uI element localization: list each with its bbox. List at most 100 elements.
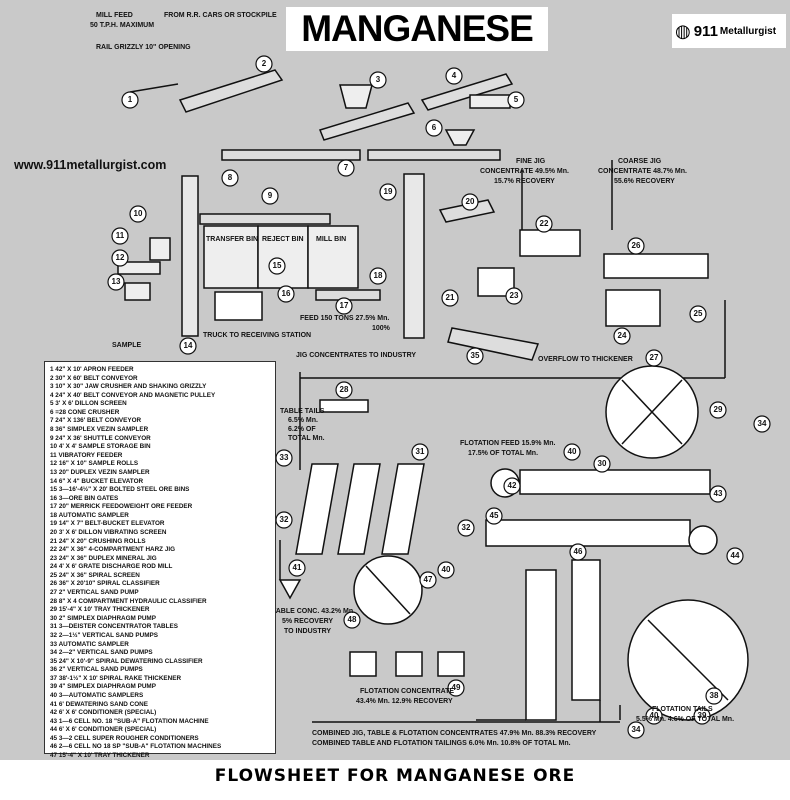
label-fine-jig1: FINE JIG (516, 158, 546, 165)
equipment-number: 46 (573, 547, 583, 556)
flowsheet-drawing (107, 55, 771, 739)
equipment-number: 23 (509, 291, 519, 300)
label-reject-bin: REJECT BIN (262, 236, 304, 243)
legend-item: 15 3—16'-4½" X 20' BOLTED STEEL ORE BINS (50, 486, 190, 494)
legend-item: 36 2" VERTICAL SAND PUMPS (50, 666, 143, 674)
legend-item: 3 10" X 30" JAW CRUSHER AND SHAKING GRIZ… (50, 383, 207, 391)
equipment-number: 28 (339, 385, 349, 394)
label-coarse-jig2: CONCENTRATE 48.7% Mn. (598, 168, 687, 175)
equipment-number: 14 (183, 341, 193, 350)
logo-number: 911 (693, 22, 718, 40)
legend-item: 9 24" X 36' SHUTTLE CONVEYOR (50, 434, 151, 442)
equipment-number: 7 (343, 163, 349, 172)
legend-item: 8 36" SIMPLEX VEZIN SAMPLER (50, 426, 149, 434)
equipment-number: 44 (730, 551, 740, 560)
label-mill-bin: MILL BIN (316, 236, 347, 243)
label-jig-concentrates: JIG CONCENTRATES TO INDUSTRY (296, 352, 417, 359)
label-mill-feed-rate: 50 T.P.H. MAXIMUM (90, 22, 155, 29)
legend-item: 6 =28 CONE CRUSHER (50, 408, 120, 416)
legend-item: 28 8" X 4 COMPARTMENT HYDRAULIC CLASSIFI… (50, 597, 207, 605)
label-combined-tailings: COMBINED TABLE AND FLOTATION TAILINGS 6.… (312, 740, 571, 747)
legend-item: 39 4" SIMPLEX DIAPHRAGM PUMP (50, 683, 156, 691)
label-from-rr: FROM R.R. CARS OR STOCKPILE (164, 12, 277, 19)
equipment-number: 34 (631, 725, 641, 734)
equipment-number: 35 (470, 351, 480, 360)
legend-item: 17 20" MERRICK FEEDOWEIGHT ORE FEEDER (50, 503, 193, 511)
equipment-number: 19 (383, 187, 393, 196)
legend-item: 5 3' X 6' DILLON SCREEN (50, 400, 127, 408)
equipment-number: 21 (445, 293, 455, 302)
label-table-conc1: TABLE CONC. 43.2% Mn. (272, 608, 356, 615)
equipment-number: 39 (697, 711, 707, 720)
legend-item: 18 AUTOMATIC SAMPLER (50, 511, 129, 519)
legend-item: 43 1—6 CELL NO. 18 "SUB-A" FLOTATION MAC… (50, 717, 209, 725)
legend-item: 12 16" X 10" SAMPLE ROLLS (50, 460, 139, 468)
legend-item: 30 2" SIMPLEX DIAPHRAGM PUMP (50, 614, 156, 622)
equipment-number: 2 (261, 59, 267, 68)
label-table-tails3: 6.2% OF (288, 426, 316, 433)
equipment-number: 34 (757, 419, 767, 428)
label-table-conc2: 5% RECOVERY (282, 618, 334, 625)
legend-item: 13 20" DUPLEX VEZIN SAMPLER (50, 468, 150, 476)
legend-item: 31 3—DEISTER CONCENTRATOR TABLES (50, 623, 178, 631)
legend-item: 34 2—2" VERTICAL SAND PUMPS (50, 649, 153, 657)
logo-word: Metallurgist (719, 25, 777, 37)
equipment-number: 5 (513, 95, 519, 104)
label-truck: TRUCK TO RECEIVING STATION (203, 332, 312, 339)
equipment-number: 43 (713, 489, 723, 498)
equipment-number: 40 (441, 565, 451, 574)
equipment-number: 15 (272, 261, 282, 270)
website-url: www.911metallurgist.com (14, 158, 167, 172)
equipment-number: 32 (461, 523, 471, 532)
label-fine-jig2: CONCENTRATE 49.5% Mn. (480, 168, 569, 175)
label-flotation-conc2: 43.4% Mn. 12.9% RECOVERY (356, 698, 453, 705)
equipment-number: 40 (649, 711, 659, 720)
legend-item: 47 15'-4" X 10' TRAY THICKENER (50, 752, 150, 760)
label-fine-jig3: 15.7% RECOVERY (494, 178, 555, 185)
legend-item: 20 3' X 6' DILLON VIBRATING SCREEN (50, 528, 167, 536)
equipment-number: 25 (693, 309, 703, 318)
legend-item: 11 VIBRATORY FEEDER (50, 451, 123, 459)
legend-item: 40 3—AUTOMATIC SAMPLERS (50, 691, 144, 699)
equipment-number: 16 (281, 289, 291, 298)
equipment-number: 48 (347, 615, 357, 624)
label-flotation-feed2: 17.5% OF TOTAL Mn. (468, 450, 539, 457)
label-flotation-feed1: FLOTATION FEED 15.9% Mn. (460, 440, 556, 447)
equipment-number: 12 (115, 253, 125, 262)
equipment-number: 20 (465, 197, 475, 206)
label-rail-grizzly: RAIL GRIZZLY 10" OPENING (96, 44, 191, 51)
label-transfer-bin: TRANSFER BIN (206, 236, 259, 243)
brand-logo: ◍ 911 Metallurgist (672, 14, 786, 48)
legend-item: 1 42" X 10' APRON FEEDER (50, 366, 134, 373)
legend-item: 45 3—2 CELL SUPER ROUGHER CONDITIONERS (50, 734, 199, 742)
equipment-number: 27 (649, 353, 659, 362)
flowsheet-canvas: MANGANESE ◍ 911 Metallurgist www.911meta… (0, 0, 790, 760)
equipment-number: 45 (489, 511, 499, 520)
legend-item: 24 4' X 6' GRATE DISCHARGE ROD MILL (50, 563, 173, 571)
equipment-number: 3 (375, 75, 381, 84)
equipment-number: 26 (631, 241, 641, 250)
legend-item: 14 6" X 4" BUCKET ELEVATOR (50, 477, 144, 485)
legend-item: 10 4' X 4' SAMPLE STORAGE BIN (50, 443, 151, 451)
equipment-number: 17 (339, 301, 349, 310)
legend-item: 42 6' X 6' CONDITIONER (SPECIAL) (50, 709, 157, 717)
legend-item: 27 2" VERTICAL SAND PUMP (50, 589, 139, 597)
label-table-tails4: TOTAL Mn. (288, 435, 325, 442)
equipment-number: 47 (423, 575, 433, 584)
legend-item: 46 2—6 CELL NO 18 SP "SUB-A" FLOTATION M… (50, 743, 222, 751)
legend-item: 29 15'-4" X 10' TRAY THICKENER (50, 606, 150, 614)
label-combined-concentrates: COMBINED JIG, TABLE & FLOTATION CONCENTR… (312, 730, 597, 737)
label-flotation-tails1: FLOTATION TAILS (652, 706, 713, 713)
label-feed-line2: 100% (372, 325, 390, 332)
equipment-number: 18 (373, 271, 383, 280)
equipment-number-circles (107, 55, 771, 739)
legend-item: 2 30" X 60' BELT CONVEYOR (50, 374, 138, 382)
legend-item: 33 AUTOMATIC SAMPLER (50, 640, 129, 648)
flow-lines (117, 69, 749, 723)
label-flotation-conc1: FLOTATION CONCENTRATE (360, 688, 455, 695)
legend-item: 32 2—1½" VERTICAL SAND PUMPS (50, 631, 158, 639)
equipment-number: 49 (451, 683, 461, 692)
equipment-number: 1 (127, 95, 133, 104)
label-flotation-tails2: 5.5% Mn. 4.6% OF TOTAL Mn. (636, 716, 735, 723)
